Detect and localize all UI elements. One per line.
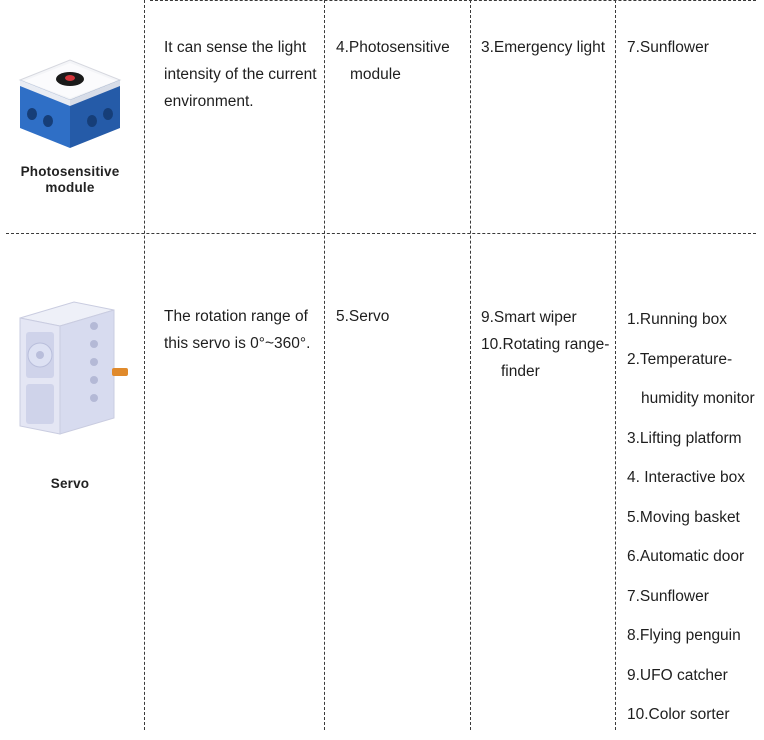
list-item: 9.UFO catcher: [627, 666, 728, 684]
column-divider-4: [615, 0, 616, 730]
list-item: 5.Moving basket: [627, 508, 740, 526]
project-list-a: 3.Emergency light: [481, 34, 605, 61]
list-item: 6.Automatic door: [627, 548, 745, 565]
module-reference: 4.Photosensitive module: [336, 39, 450, 83]
list-item: 10.Rotating range-: [481, 336, 610, 353]
project-list-b: 1.Running box 2.Temperature- humidity mo…: [627, 300, 755, 735]
servo-image: [19, 301, 128, 435]
module-caption: Photosensitive module: [20, 164, 120, 195]
list-item: 7.Sunflower: [627, 587, 709, 605]
module-description: It can sense the light intensity of the …: [164, 39, 317, 110]
list-item: 10.Color sorter: [627, 706, 730, 723]
column-divider-3: [470, 0, 471, 730]
list-item: 8.Flying penguin: [627, 627, 741, 644]
list-item: 3.Lifting platform: [627, 429, 742, 447]
list-item: 1.Running box: [627, 311, 727, 328]
top-divider: [150, 0, 756, 1]
list-item: 4. Interactive box: [627, 469, 746, 486]
list-item: 9.Smart wiper: [481, 309, 577, 326]
column-divider-1: [144, 0, 145, 730]
project-list-a: 9.Smart wiper 10.Rotating range- finder: [481, 304, 609, 385]
module-caption: Servo: [50, 476, 90, 491]
module-description: The rotation range of this servo is 0°~3…: [164, 308, 311, 352]
list-item: 3.Emergency light: [481, 39, 606, 56]
row-divider: [6, 233, 756, 234]
photosensitive-module-image: [18, 59, 122, 148]
list-item: 2.Temperature-: [627, 350, 733, 368]
list-item: 7.Sunflower: [627, 39, 709, 56]
column-divider-2: [324, 0, 325, 730]
module-reference: 5.Servo: [336, 308, 390, 325]
project-list-b: 7.Sunflower: [627, 34, 709, 61]
